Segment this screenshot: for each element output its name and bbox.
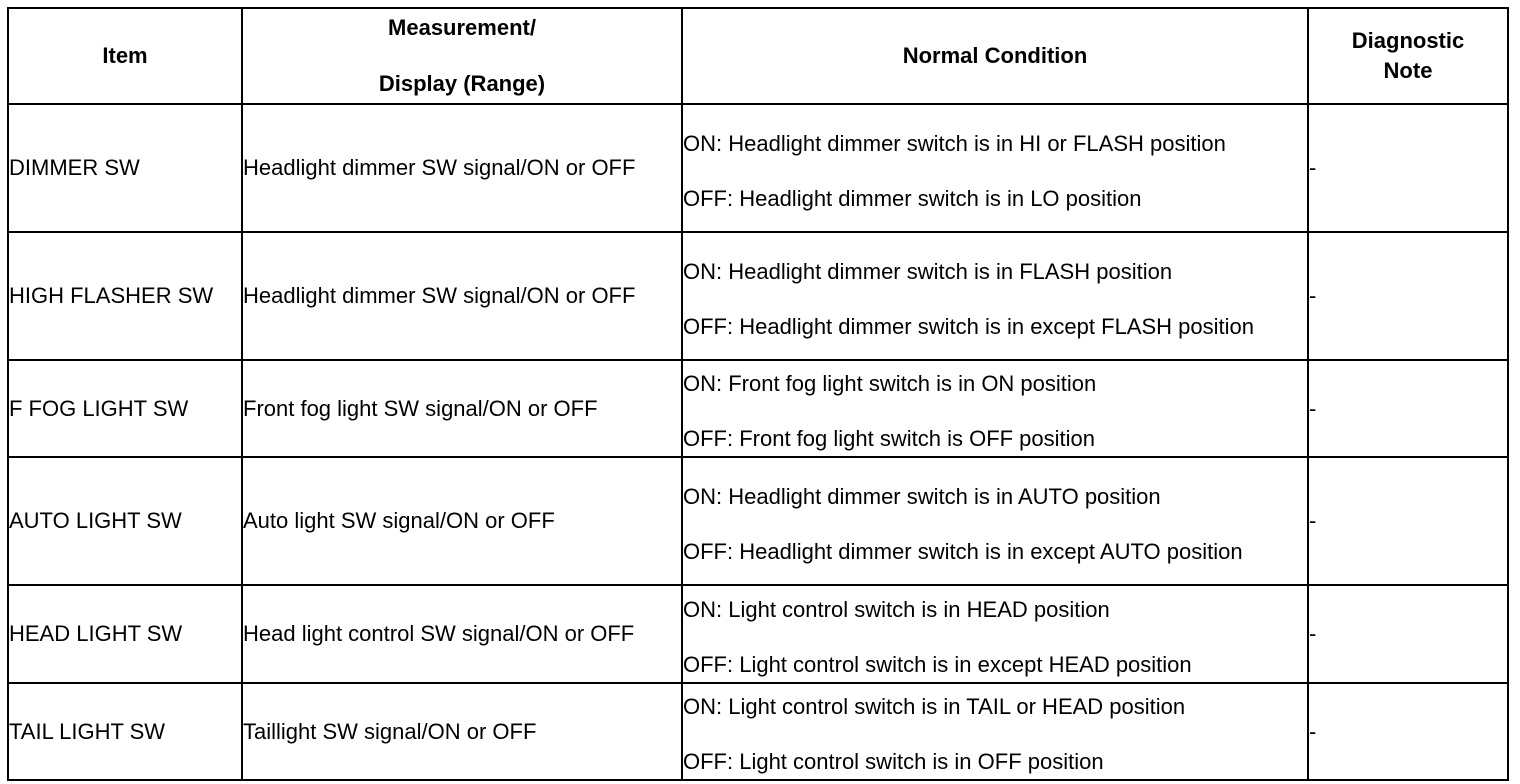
table-row: HEAD LIGHT SW Head light control SW sign… xyxy=(7,584,1509,684)
note-cell: - xyxy=(1307,359,1509,458)
condition-off-text: OFF: Light control switch is in OFF posi… xyxy=(683,749,1104,774)
measurement-cell: Headlight dimmer SW signal/ON or OFF xyxy=(241,103,683,233)
condition-on-text: ON: Headlight dimmer switch is in AUTO p… xyxy=(683,483,1161,509)
table-row: TAIL LIGHT SW Taillight SW signal/ON or … xyxy=(7,682,1509,781)
item-cell: F FOG LIGHT SW xyxy=(7,359,243,458)
condition-on-text: ON: Front fog light switch is in ON posi… xyxy=(683,371,1097,396)
condition-on-text: ON: Light control switch is in TAIL or H… xyxy=(683,694,1186,719)
measurement-cell: Taillight SW signal/ON or OFF xyxy=(241,682,683,781)
condition-cell: ON: Front fog light switch is in ON posi… xyxy=(681,359,1309,458)
table-header-row: Item Measurement/ Display (Range) Normal… xyxy=(7,7,1509,105)
condition-off-text: OFF: Light control switch is in except H… xyxy=(683,651,1192,677)
table-row: AUTO LIGHT SW Auto light SW signal/ON or… xyxy=(7,456,1509,586)
measurement-cell: Front fog light SW signal/ON or OFF xyxy=(241,359,683,458)
header-normal-condition-label: Normal Condition xyxy=(902,43,1088,68)
condition-spacer xyxy=(683,512,1307,537)
header-normal-condition: Normal Condition xyxy=(681,7,1309,105)
condition-spacer xyxy=(683,287,1307,312)
item-cell: AUTO LIGHT SW xyxy=(7,456,243,586)
condition-off-text: OFF: Front fog light switch is OFF posit… xyxy=(683,426,1096,451)
condition-spacer xyxy=(683,159,1307,184)
header-item: Item xyxy=(7,7,243,105)
measurement-cell: Headlight dimmer SW signal/ON or OFF xyxy=(241,231,683,361)
header-item-label: Item xyxy=(102,43,148,68)
condition-off-text: OFF: Headlight dimmer switch is in excep… xyxy=(683,313,1254,339)
header-diagnostic-note-line1: Diagnostic xyxy=(1351,28,1465,53)
table-row: F FOG LIGHT SW Front fog light SW signal… xyxy=(7,359,1509,458)
item-cell: DIMMER SW xyxy=(7,103,243,233)
condition-on-text: ON: Headlight dimmer switch is in HI or … xyxy=(683,130,1226,156)
condition-off-text: OFF: Headlight dimmer switch is in excep… xyxy=(683,538,1243,564)
condition-cell: ON: Headlight dimmer switch is in FLASH … xyxy=(681,231,1309,361)
table-row: DIMMER SW Headlight dimmer SW signal/ON … xyxy=(7,103,1509,233)
condition-spacer xyxy=(683,399,1307,424)
header-diagnostic-note-line2: Note xyxy=(1383,58,1433,83)
table-row: HIGH FLASHER SW Headlight dimmer SW sign… xyxy=(7,231,1509,361)
header-diagnostic-note: Diagnostic Note xyxy=(1307,7,1509,105)
note-cell: - xyxy=(1307,682,1509,781)
condition-off-text: OFF: Headlight dimmer switch is in LO po… xyxy=(683,185,1142,211)
header-measurement-line1: Measurement/ xyxy=(388,15,536,40)
measurement-cell: Auto light SW signal/ON or OFF xyxy=(241,456,683,586)
condition-spacer xyxy=(683,625,1307,650)
header-measurement: Measurement/ Display (Range) xyxy=(241,7,683,105)
note-cell: - xyxy=(1307,103,1509,233)
item-cell: HIGH FLASHER SW xyxy=(7,231,243,361)
note-cell: - xyxy=(1307,584,1509,684)
condition-cell: ON: Headlight dimmer switch is in AUTO p… xyxy=(681,456,1309,586)
measurement-cell: Head light control SW signal/ON or OFF xyxy=(241,584,683,684)
item-cell: TAIL LIGHT SW xyxy=(7,682,243,781)
item-cell: HEAD LIGHT SW xyxy=(7,584,243,684)
note-cell: - xyxy=(1307,231,1509,361)
condition-cell: ON: Light control switch is in TAIL or H… xyxy=(681,682,1309,781)
condition-cell: ON: Headlight dimmer switch is in HI or … xyxy=(681,103,1309,233)
note-cell: - xyxy=(1307,456,1509,586)
condition-spacer xyxy=(683,722,1307,747)
condition-on-text: ON: Light control switch is in HEAD posi… xyxy=(683,596,1110,622)
header-measurement-line2: Display (Range) xyxy=(378,71,546,96)
condition-on-text: ON: Headlight dimmer switch is in FLASH … xyxy=(683,258,1173,284)
condition-cell: ON: Light control switch is in HEAD posi… xyxy=(681,584,1309,684)
data-monitor-table: Item Measurement/ Display (Range) Normal… xyxy=(7,7,1509,781)
